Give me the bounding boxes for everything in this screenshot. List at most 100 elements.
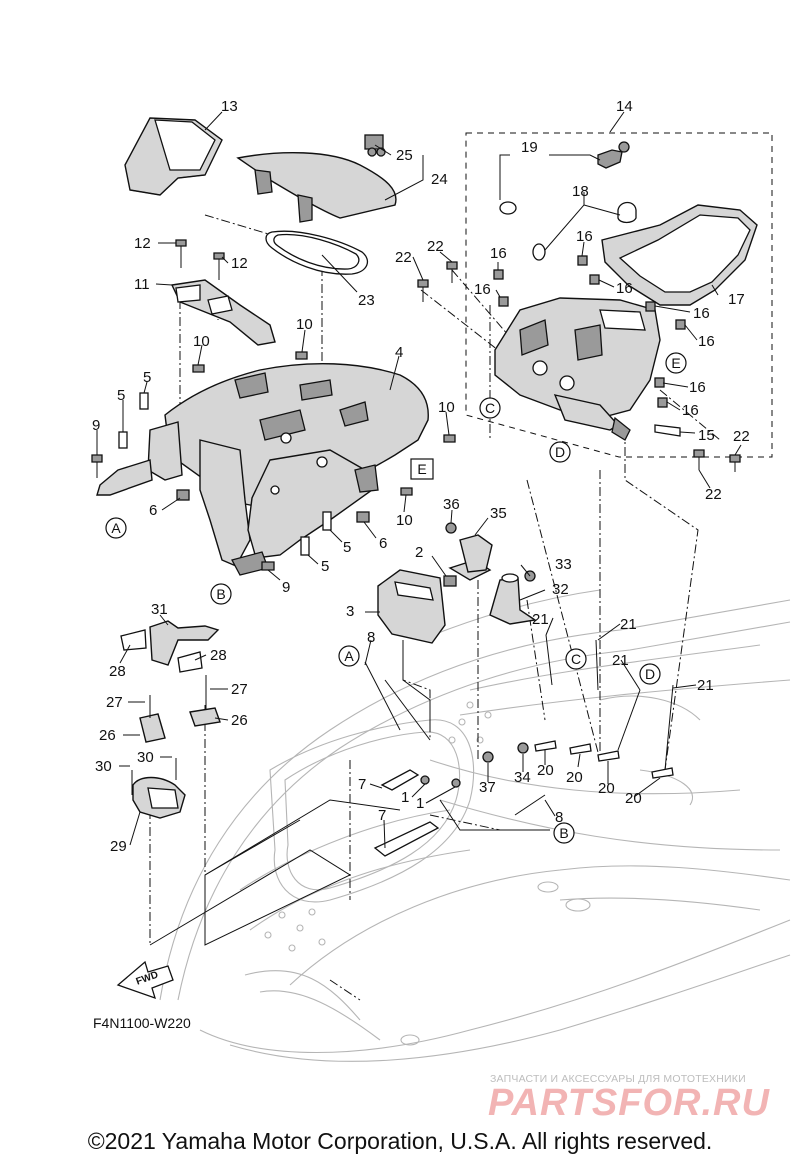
callout-2: 2 — [415, 544, 423, 561]
svg-text:D: D — [645, 666, 655, 682]
callout-16-g: 16 — [689, 379, 706, 396]
callout-20-b: 20 — [566, 769, 583, 786]
callout-leaders — [96, 111, 742, 849]
callout-10-c: 10 — [438, 399, 455, 416]
watermark-tagline: ЗАПЧАСТИ И АКСЕССУАРЫ ДЛЯ МОТОТЕХНИКИ — [490, 1073, 746, 1085]
callout-16-a: 16 — [490, 245, 507, 262]
ref-marker-b-lower: B — [553, 822, 575, 844]
ref-marker-e-deck: E — [410, 458, 434, 480]
part-23-gasket — [265, 230, 369, 275]
callout-10-b: 10 — [193, 333, 210, 350]
callout-19: 19 — [521, 139, 538, 156]
left-parts — [120, 620, 221, 819]
ref-marker-d-upper: D — [549, 441, 571, 463]
callout-8-b: 8 — [555, 809, 563, 826]
callout-numbers: 13 14 25 24 19 18 12 12 11 23 22 22 16 1… — [92, 98, 750, 855]
callout-14: 14 — [616, 98, 633, 115]
callout-12-b: 12 — [231, 255, 248, 272]
callout-11: 11 — [134, 276, 150, 293]
part-4-main-deck — [96, 362, 429, 576]
callout-3: 3 — [346, 603, 354, 620]
callout-22-b: 22 — [427, 238, 444, 255]
callout-29: 29 — [110, 838, 127, 855]
callout-21-d: 21 — [697, 677, 714, 694]
callout-16-c: 16 — [576, 228, 593, 245]
part-14-storage-box — [494, 297, 661, 441]
callout-16-h: 16 — [682, 402, 699, 419]
diagram-code: F4N1100-W220 — [93, 1015, 191, 1031]
callout-28-b: 28 — [210, 647, 227, 664]
ref-marker-a-upper: A — [105, 517, 127, 539]
callout-21-b: 21 — [620, 616, 637, 633]
callout-9-b: 9 — [282, 579, 290, 596]
callout-24: 24 — [431, 171, 448, 188]
part-17-tray — [601, 204, 758, 306]
part-11-bracket — [170, 279, 276, 346]
callout-22-a: 22 — [395, 249, 412, 266]
part-13-cover — [124, 117, 223, 196]
lower-parts — [364, 634, 674, 857]
watermark-brand: PARTSFOR.RU — [488, 1082, 770, 1124]
svg-text:B: B — [559, 825, 568, 841]
callout-8-a: 8 — [367, 629, 375, 646]
callout-5-b: 5 — [117, 387, 125, 404]
callout-33: 33 — [555, 556, 572, 573]
svg-text:E: E — [671, 355, 680, 371]
fwd-arrow: FWD — [116, 960, 174, 1000]
callout-7-a: 7 — [358, 776, 366, 793]
callout-1-a: 1 — [401, 789, 409, 806]
reference-markers: A B C D E E A B — [105, 352, 687, 844]
small-hardware — [91, 351, 456, 571]
callout-35: 35 — [490, 505, 507, 522]
callout-34: 34 — [514, 769, 531, 786]
callout-17: 17 — [728, 291, 745, 308]
ref-marker-d-lower: D — [639, 663, 661, 685]
callout-32: 32 — [552, 581, 569, 598]
callout-27-a: 27 — [106, 694, 123, 711]
callout-12-a: 12 — [134, 235, 151, 252]
callout-20-a: 20 — [537, 762, 554, 779]
ref-marker-c-lower: C — [565, 648, 587, 670]
ref-marker-e-box: E — [665, 352, 687, 374]
callout-5-c: 5 — [343, 539, 351, 556]
callout-23: 23 — [358, 292, 375, 309]
callout-5-a: 5 — [143, 369, 151, 386]
svg-text:B: B — [216, 586, 225, 602]
copyright-notice: ©2021 Yamaha Motor Corporation, U.S.A. A… — [87, 1128, 713, 1154]
ref-marker-a-lower: A — [338, 645, 360, 667]
callout-36: 36 — [443, 496, 460, 513]
callout-30-b: 30 — [137, 749, 154, 766]
bolts-12 — [175, 239, 225, 280]
callout-30-a: 30 — [95, 758, 112, 775]
callout-20-d: 20 — [625, 790, 642, 807]
svg-text:A: A — [111, 520, 121, 536]
assembly-lines — [149, 640, 550, 946]
callout-16-b: 16 — [474, 281, 491, 298]
callout-20-c: 20 — [598, 780, 615, 797]
callout-5-d: 5 — [321, 558, 329, 575]
callout-31: 31 — [151, 601, 168, 618]
callout-22-c: 22 — [733, 428, 750, 445]
callout-9-a: 9 — [92, 417, 100, 434]
callout-18: 18 — [572, 183, 589, 200]
callout-28-a: 28 — [109, 663, 126, 680]
middle-parts — [377, 522, 537, 763]
callout-37: 37 — [479, 779, 496, 796]
callout-21-c: 21 — [612, 652, 629, 669]
callout-16-d: 16 — [616, 280, 633, 297]
callout-6-b: 6 — [379, 535, 387, 552]
callout-13: 13 — [221, 98, 238, 115]
callout-10-d: 10 — [396, 512, 413, 529]
callout-1-b: 1 — [416, 795, 424, 812]
svg-text:C: C — [571, 651, 581, 667]
callout-21-a: 21 — [532, 611, 549, 628]
callout-22-d: 22 — [705, 486, 722, 503]
callout-25: 25 — [396, 147, 413, 164]
box-hardware — [417, 141, 741, 472]
callout-16-f: 16 — [698, 333, 715, 350]
ref-marker-c-upper: C — [479, 397, 501, 419]
svg-text:E: E — [417, 461, 426, 477]
svg-text:A: A — [344, 648, 354, 664]
svg-text:D: D — [555, 444, 565, 460]
callout-10-a: 10 — [296, 316, 313, 333]
